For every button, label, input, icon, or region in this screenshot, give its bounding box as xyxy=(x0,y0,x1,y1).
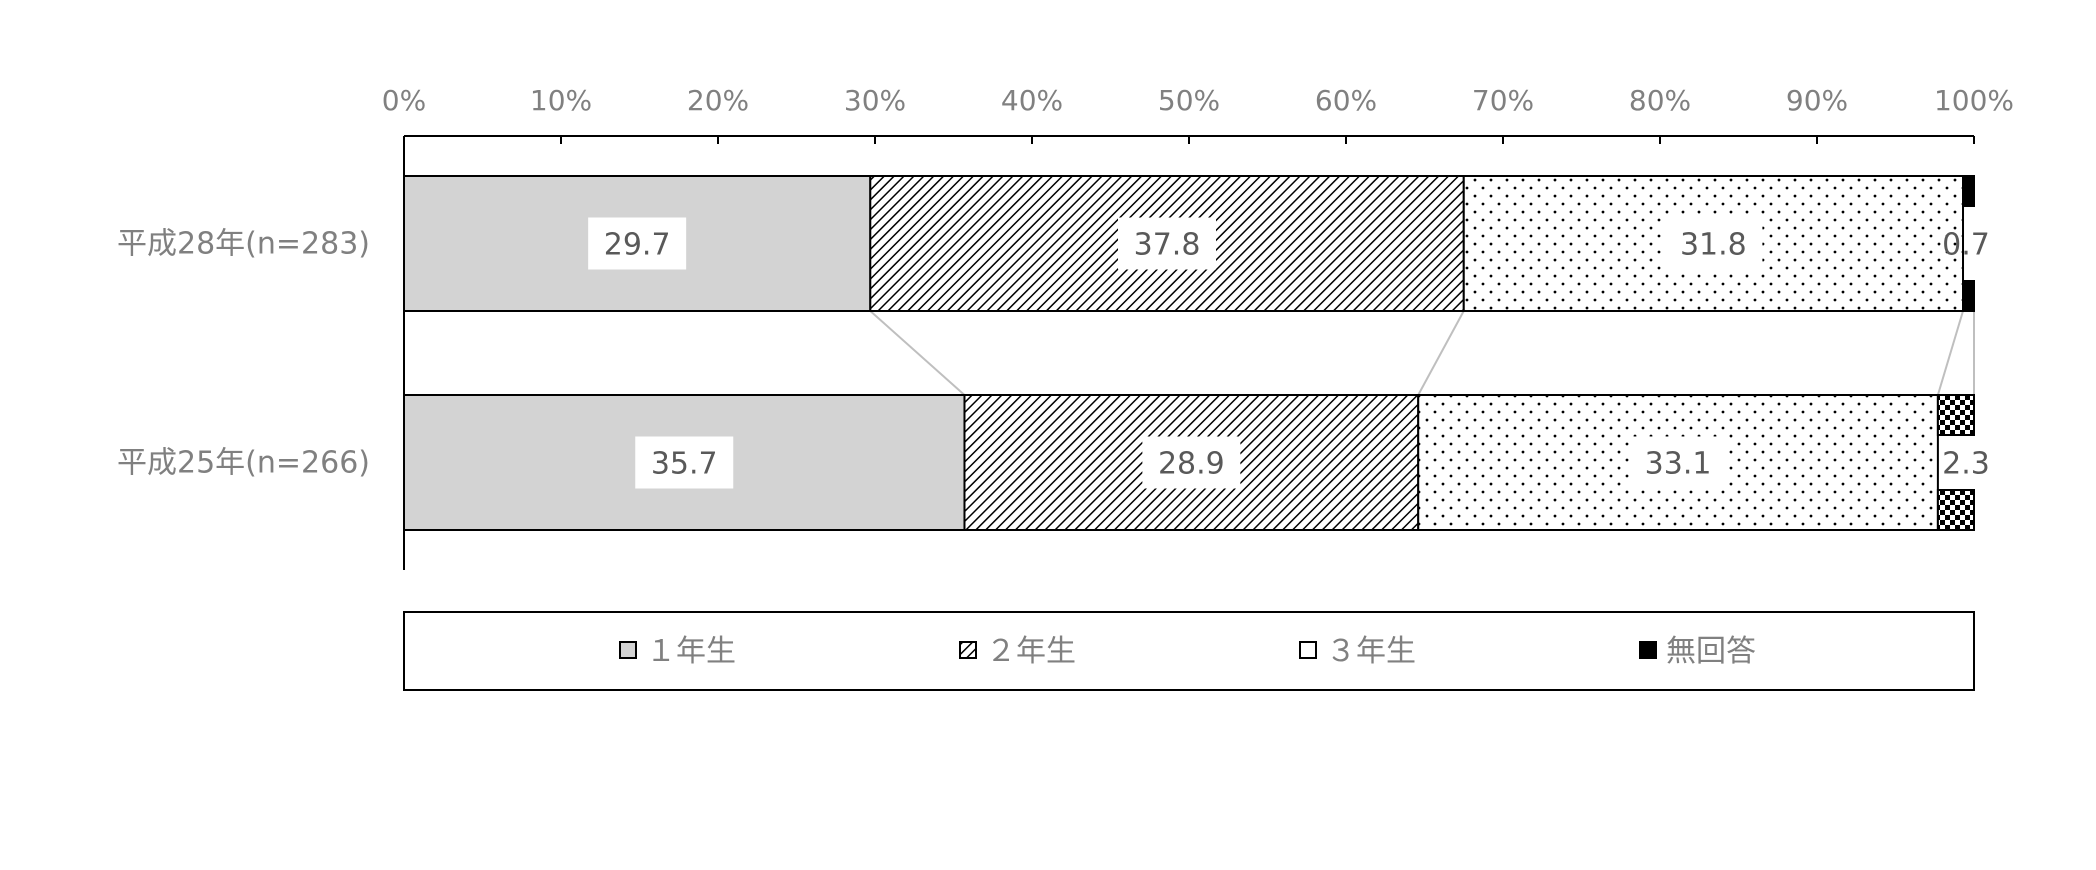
x-tick-label: 20% xyxy=(687,84,749,117)
category-label: 平成25年(n=266) xyxy=(117,446,370,481)
data-label-box xyxy=(1664,217,1763,270)
data-label: 2.3 xyxy=(1942,447,1990,482)
data-label-box xyxy=(588,217,687,270)
legend-swatch xyxy=(959,641,977,659)
data-label: 0.7 xyxy=(1942,228,1990,263)
legend-label: 無回答 xyxy=(1666,634,1756,669)
category-label: 平成28年(n=283) xyxy=(117,227,370,262)
connector-line xyxy=(869,310,966,396)
connector-lines xyxy=(869,310,1975,396)
x-tick-label: 40% xyxy=(1001,84,1063,117)
bar-segment xyxy=(1962,175,1976,207)
x-tick-label: 80% xyxy=(1629,84,1691,117)
data-label-box xyxy=(1142,436,1241,489)
x-tick-label: 90% xyxy=(1786,84,1848,117)
connector-line xyxy=(1417,310,1465,396)
x-tick-label: 30% xyxy=(844,84,906,117)
data-label: 35.7 xyxy=(651,447,718,482)
data-label-box xyxy=(635,436,734,489)
x-tick-label: 50% xyxy=(1158,84,1220,117)
legend-box xyxy=(403,611,1975,691)
legend-swatch xyxy=(619,641,637,659)
legend: １年生 ２年生 ３年生 無回答 xyxy=(403,611,1975,691)
data-label: 37.8 xyxy=(1134,228,1201,263)
data-labels-group: 29.7 37.8 31.8 0.7 35.7 28.9 33.1 2.3 xyxy=(588,217,1990,489)
legend-label: ２年生 xyxy=(986,634,1076,669)
x-tick-label: 0% xyxy=(382,84,426,117)
data-label: 29.7 xyxy=(604,228,671,263)
legend-swatch xyxy=(1299,641,1317,659)
data-label-box xyxy=(1629,436,1728,489)
x-tick-label: 70% xyxy=(1472,84,1534,117)
connector-line xyxy=(1936,310,1964,396)
axis-group: 0% 10% 20% 30% 40% 50% 60% 70% 80% 90% 100% 平成28年(n… xyxy=(117,84,2014,570)
data-label-box xyxy=(1118,217,1217,270)
x-tick-label: 100% xyxy=(1934,84,2014,117)
data-label: 33.1 xyxy=(1645,447,1712,482)
data-label: 28.9 xyxy=(1158,447,1225,482)
legend-label: １年生 xyxy=(646,634,736,669)
x-tick-label: 10% xyxy=(530,84,592,117)
legend-label: ３年生 xyxy=(1326,634,1416,669)
bar-segment xyxy=(1936,394,1976,436)
x-tick-label: 60% xyxy=(1315,84,1377,117)
bars-group xyxy=(403,175,1976,531)
legend-swatch xyxy=(1639,641,1657,659)
data-label: 31.8 xyxy=(1680,228,1747,263)
bar-segment xyxy=(1962,280,1976,312)
bar-segment xyxy=(1936,489,1976,531)
